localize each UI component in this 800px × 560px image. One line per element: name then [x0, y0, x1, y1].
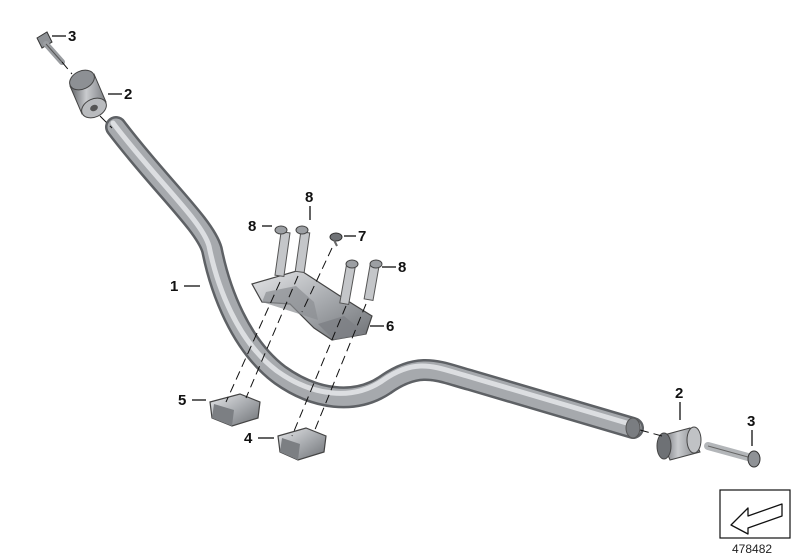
assembly-line	[99, 115, 113, 129]
assembly-line	[61, 61, 73, 75]
bar-end-weight-left	[69, 69, 107, 119]
orientation-arrow-icon	[719, 489, 791, 539]
handlebar	[105, 116, 644, 439]
bar-end-screw-left	[36, 31, 65, 65]
upper-clamp	[251, 269, 373, 341]
bar-end-screw-right	[704, 442, 761, 468]
assembly-line	[639, 429, 663, 437]
lower-clamp-right	[277, 427, 327, 461]
lower-clamp-left	[209, 393, 261, 427]
callout-8-top: 8	[305, 189, 313, 206]
clamp-bolt-2	[294, 225, 311, 274]
callout-2-top: 2	[124, 86, 132, 103]
callout-8-left: 8	[248, 218, 256, 235]
callout-3-right: 3	[747, 413, 755, 430]
leader-lines	[52, 35, 753, 446]
callout-1: 1	[170, 278, 178, 295]
reference-number: 478482	[732, 542, 772, 556]
clamp-bolt-4	[363, 259, 383, 302]
callout-2-right: 2	[675, 385, 683, 402]
callout-4: 4	[244, 430, 253, 447]
clamp-bolt-3	[339, 259, 359, 305]
clamp-bolt-1	[274, 225, 291, 278]
bar-end-weight-right	[656, 426, 702, 461]
callout-8-right: 8	[398, 259, 406, 276]
callout-7: 7	[358, 228, 366, 245]
small-screw	[329, 232, 343, 247]
callout-3-top: 3	[68, 28, 76, 45]
callout-6: 6	[386, 318, 394, 335]
assembly-lines	[225, 247, 367, 437]
callout-5: 5	[178, 392, 186, 409]
